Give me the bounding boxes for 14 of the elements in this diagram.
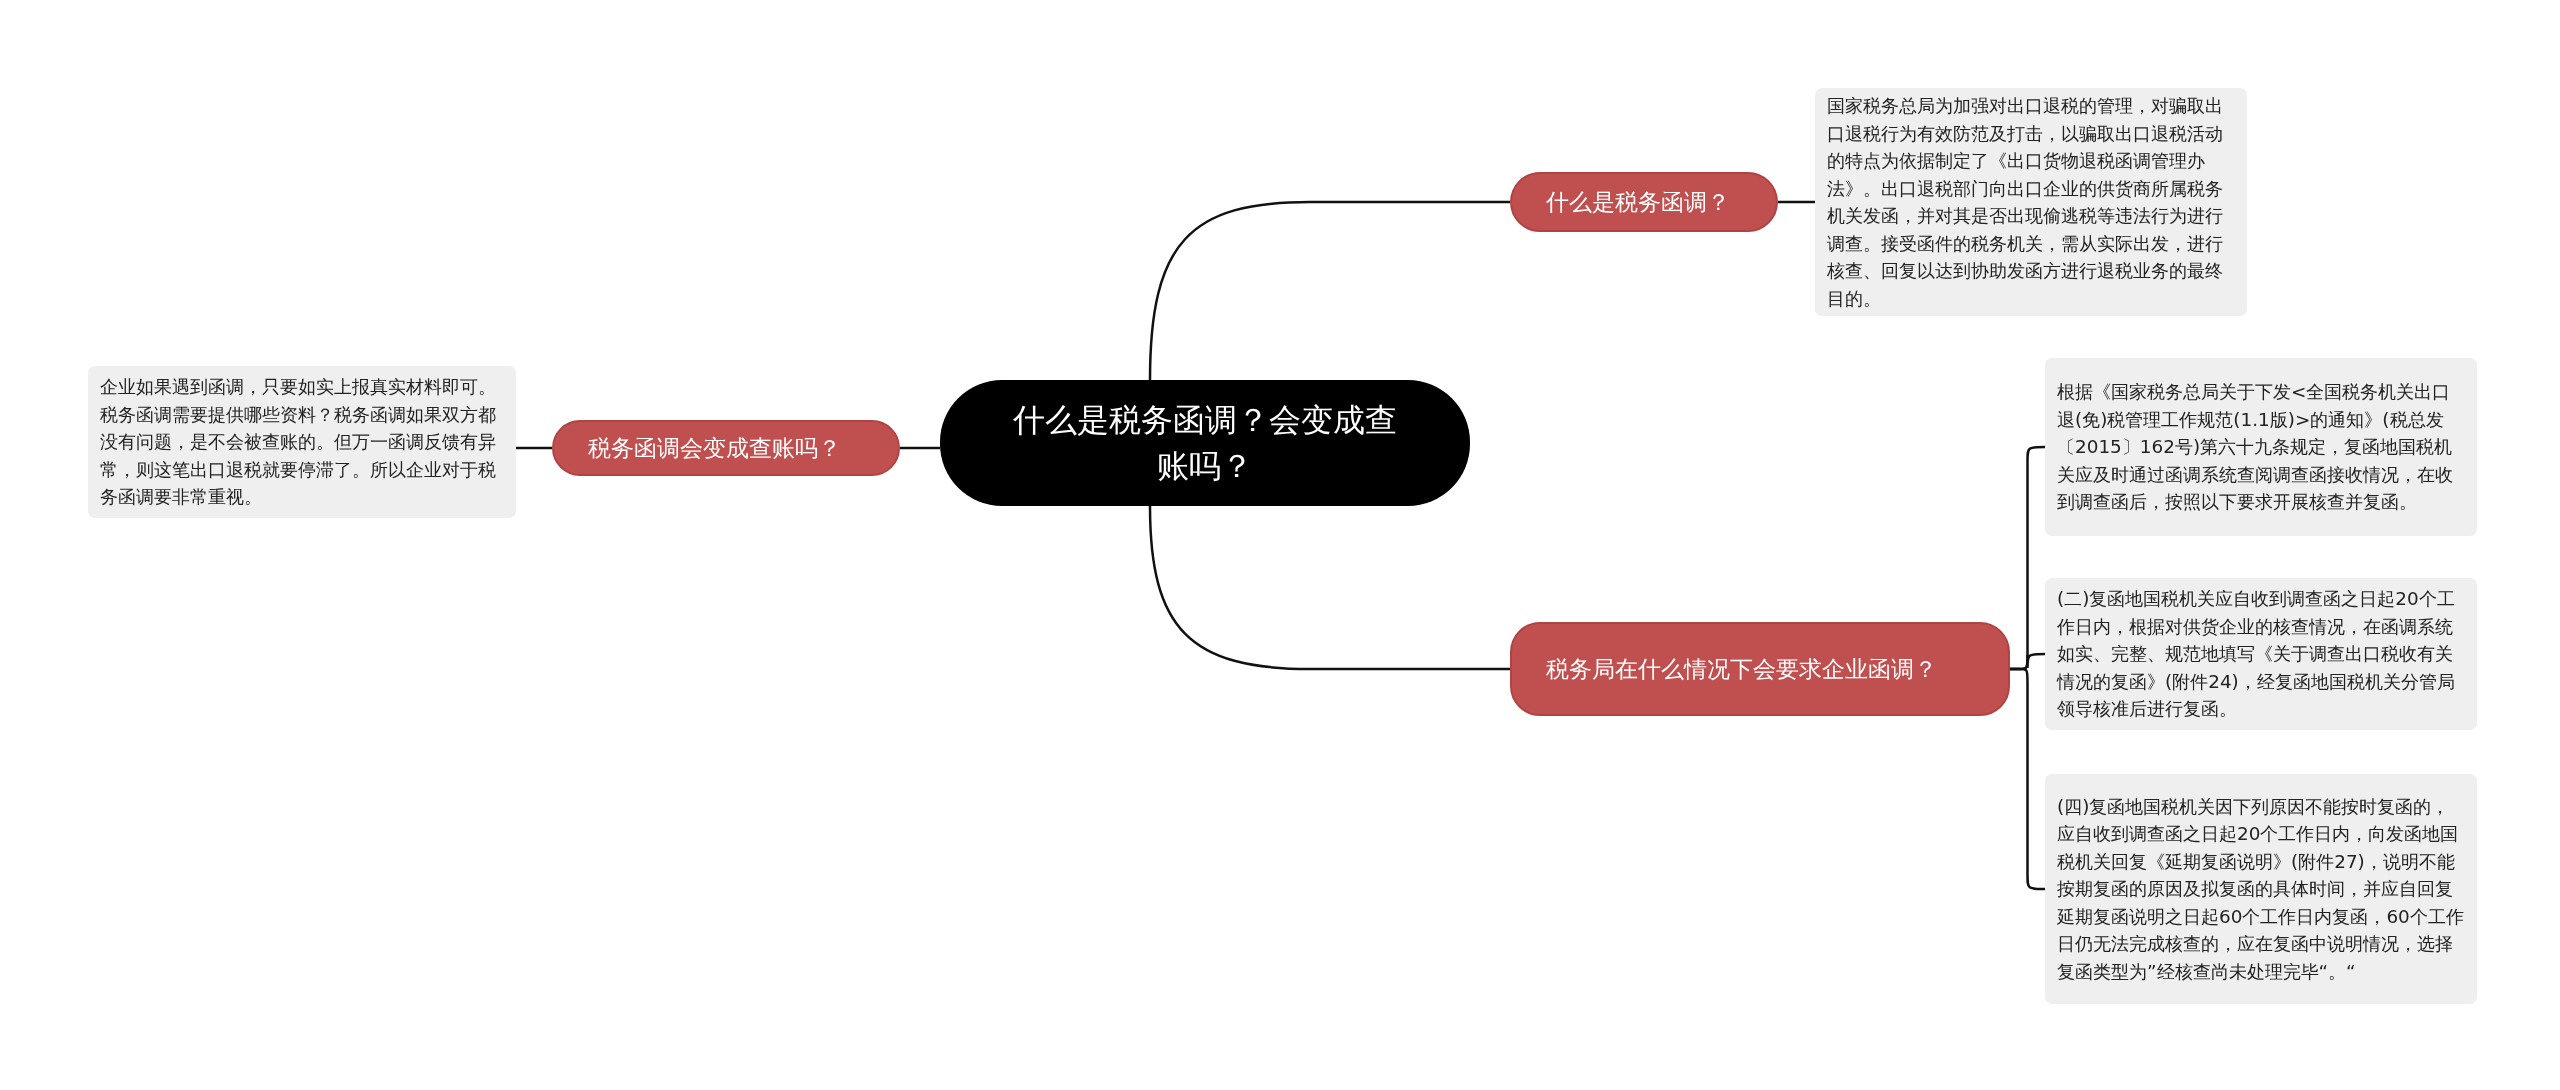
connector-line [1778, 200, 1815, 204]
note-box: (二)复函地国税机关应自收到调查函之日起20个工作日内，根据对供货企业的核查情况，在函调系统如实、完整、规范地填写《关于调查出口税收有关情况的复函》(附件24)，经复函地国税机关分管局领导核准后进行复函。 [2045, 578, 2477, 730]
connector-line [1148, 200, 1510, 381]
connector-line [516, 446, 552, 450]
note-box: 根据《国家税务总局关于下发<全国税务机关出口退(免)税管理工作规范(1.1版)>的通知》(税总发〔2015〕162号)第六十九条规定，复函地国税机关应及时通过函调系统查阅调查函接收情况，在收到调查函后，按照以下要求开展核查并复函。 [2045, 358, 2477, 536]
note-box: (四)复函地国税机关因下列原因不能按时复函的，应自收到调查函之日起20个工作日内，向发函地国税机关回复《延期复函说明》(附件27)，说明不能按期复函的原因及拟复函的具体时间，并应自回复延期复函说明之日起60个工作日内复函，60个工作日仍无法完成核查的，应在复函中说明情况，选择复函类型为”经核查尚未处理完毕“。“ [2045, 774, 2477, 1004]
topic-box: 什么是税务函调？ [1510, 172, 1778, 232]
connector-line [1148, 505, 1510, 671]
connector-line [900, 446, 940, 450]
note-box: 国家税务总局为加强对出口退税的管理，对骗取出口退税行为有效防范及打击，以骗取出口退税活动的特点为依据制定了《出口货物退税函调管理办法》。出口退税部门向出口企业的供货商所属税务机关发函，并对其是否出现偷逃税等违法行为进行调查。接受函件的税务机关，需从实际出发，进行核查、回复以达到协助发函方进行退税业务的最终目的。 [1815, 88, 2247, 316]
topic-box: 税务局在什么情况下会要求企业函调？ [1510, 622, 2010, 716]
topic-box: 税务函调会变成查账吗？ [552, 420, 900, 476]
note-box: 企业如果遇到函调，只要如实上报真实材料即可。税务函调需要提供哪些资料？税务函调如果双方都没有问题，是不会被查账的。但万一函调反馈有异常，则这笔出口退税就要停滞了。所以企业对于税务函调要非常重视。 [88, 366, 516, 518]
central-topic: 什么是税务函调？会变成查账吗？ [940, 380, 1470, 506]
